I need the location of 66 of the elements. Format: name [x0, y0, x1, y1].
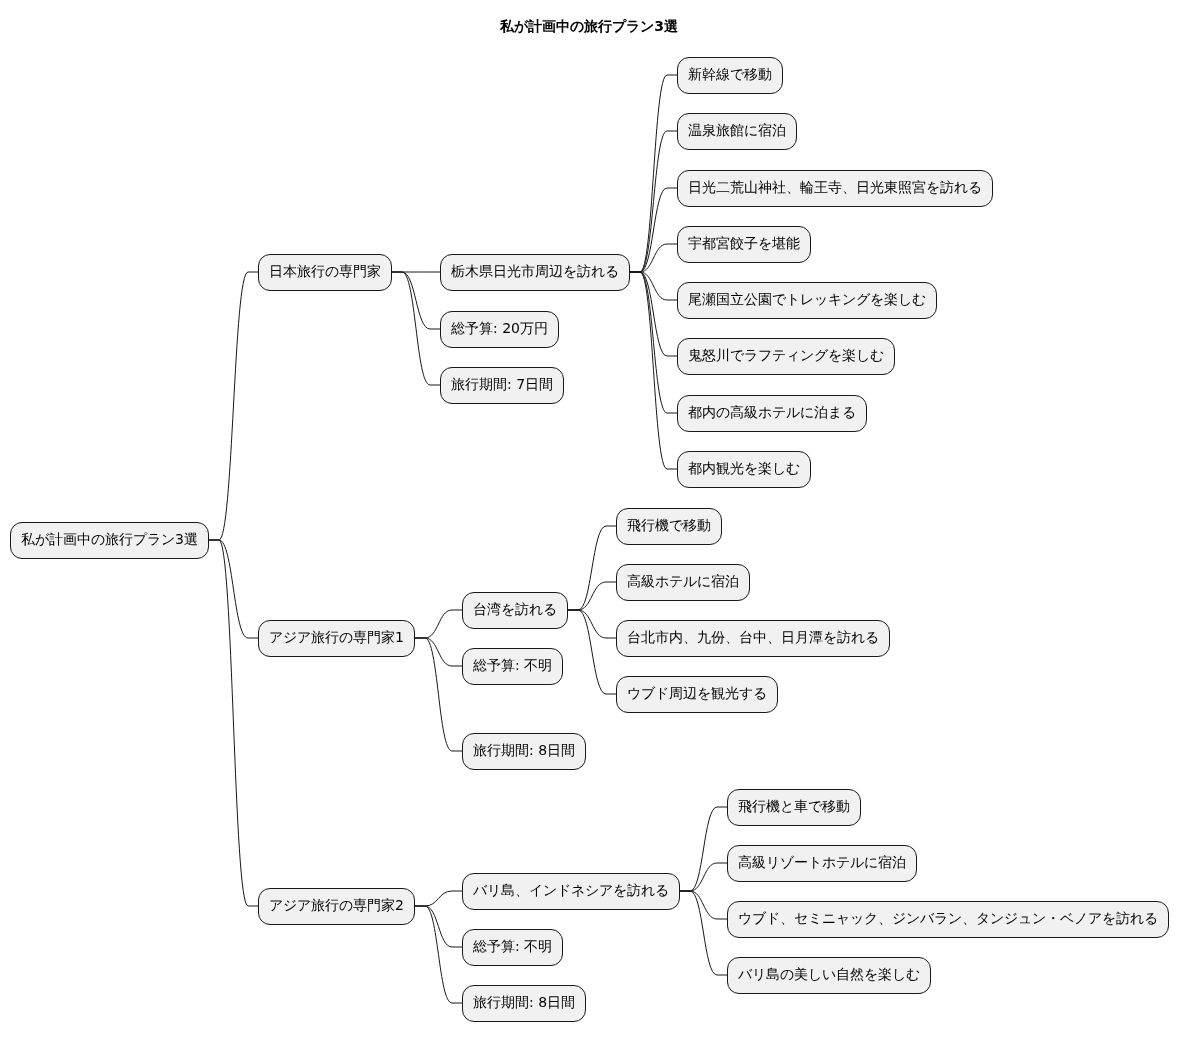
- topic-label: 栃木県日光市周辺を訪れる: [451, 263, 619, 281]
- topic-label: 都内観光を楽しむ: [688, 460, 800, 478]
- topic-label: 都内の高級ホテルに泊まる: [688, 404, 856, 422]
- topic-box: [616, 563, 750, 601]
- topic-label: 宇都宮餃子を堪能: [688, 235, 800, 253]
- topic-box: [677, 281, 937, 319]
- topic-label: 鬼怒川でラフティングを楽しむ: [688, 347, 884, 365]
- topic-box: [616, 619, 890, 657]
- topic-box: [616, 675, 778, 713]
- diagram-title: 私が計画中の旅行プラン3選: [500, 18, 678, 36]
- topic-label: 尾瀬国立公園でトレッキングを楽しむ: [688, 291, 926, 309]
- topic-box: [462, 647, 564, 685]
- topic-box: [462, 872, 680, 910]
- topic-label: ウブド、セミニャック、ジンバラン、タンジュン・ベノアを訪れる: [738, 910, 1158, 928]
- connector-line: [629, 271, 678, 470]
- topic-label: バリ島の美しい自然を楽しむ: [738, 966, 920, 984]
- topic-box: [677, 112, 797, 150]
- topic-box: [258, 253, 392, 291]
- topic-box: [727, 844, 917, 882]
- topic-label: 新幹線で移動: [688, 66, 772, 84]
- topic-label: バリ島、インドネシアを訪れる: [473, 882, 669, 900]
- topic-label: 総予算: 不明: [473, 657, 553, 675]
- topic-label: 高級ホテルに宿泊: [627, 573, 739, 591]
- topic-box: [677, 394, 867, 432]
- connector-line: [208, 539, 259, 907]
- topic-label: アジア旅行の専門家2: [269, 897, 404, 915]
- topic-box: [462, 591, 568, 629]
- topic-label: 旅行期間: 8日間: [473, 742, 576, 760]
- connector-line: [679, 890, 728, 976]
- topic-label: 飛行機と車で移動: [738, 798, 850, 816]
- topic-label: 総予算: 不明: [473, 938, 553, 956]
- topic-box: [440, 310, 559, 348]
- topic-label: ウブド周辺を観光する: [627, 685, 767, 703]
- topic-box: [727, 900, 1169, 938]
- connector-line: [391, 271, 441, 386]
- topic-box: [440, 366, 565, 404]
- topic-box: [258, 619, 415, 657]
- topic-label: 台湾を訪れる: [473, 601, 557, 619]
- topic-box: [727, 956, 931, 994]
- topic-box: [258, 887, 415, 925]
- topic-label: 旅行期間: 7日間: [451, 376, 554, 394]
- topic-label: 温泉旅館に宿泊: [688, 122, 786, 140]
- topic-label: 日光二荒山神社、輪王寺、日光東照宮を訪れる: [688, 179, 982, 197]
- topic-label: 旅行期間: 8日間: [473, 994, 576, 1012]
- topic-box: [10, 521, 209, 559]
- topic-box: [677, 225, 811, 263]
- topic-box: [462, 984, 587, 1022]
- topic-box: [462, 732, 587, 770]
- topic-label: 日本旅行の専門家: [269, 263, 381, 281]
- topic-box: [677, 169, 993, 207]
- topic-box: [727, 788, 861, 826]
- connector-line: [414, 905, 463, 1004]
- topic-label: 高級リゾートホテルに宿泊: [738, 854, 906, 872]
- topic-box: [677, 450, 811, 488]
- topic-label: 飛行機で移動: [627, 517, 711, 535]
- topic-box: [677, 56, 783, 94]
- topic-label: 総予算: 20万円: [451, 320, 548, 338]
- topic-box: [616, 507, 722, 545]
- topic-box: [677, 337, 895, 375]
- connector-line: [567, 609, 617, 695]
- topic-box: [462, 928, 564, 966]
- topic-label: アジア旅行の専門家1: [269, 629, 404, 647]
- topic-label: 私が計画中の旅行プラン3選: [21, 531, 198, 549]
- connector-line: [414, 637, 463, 752]
- topic-box: [440, 253, 630, 291]
- topic-label: 台北市内、九份、台中、日月潭を訪れる: [627, 629, 879, 647]
